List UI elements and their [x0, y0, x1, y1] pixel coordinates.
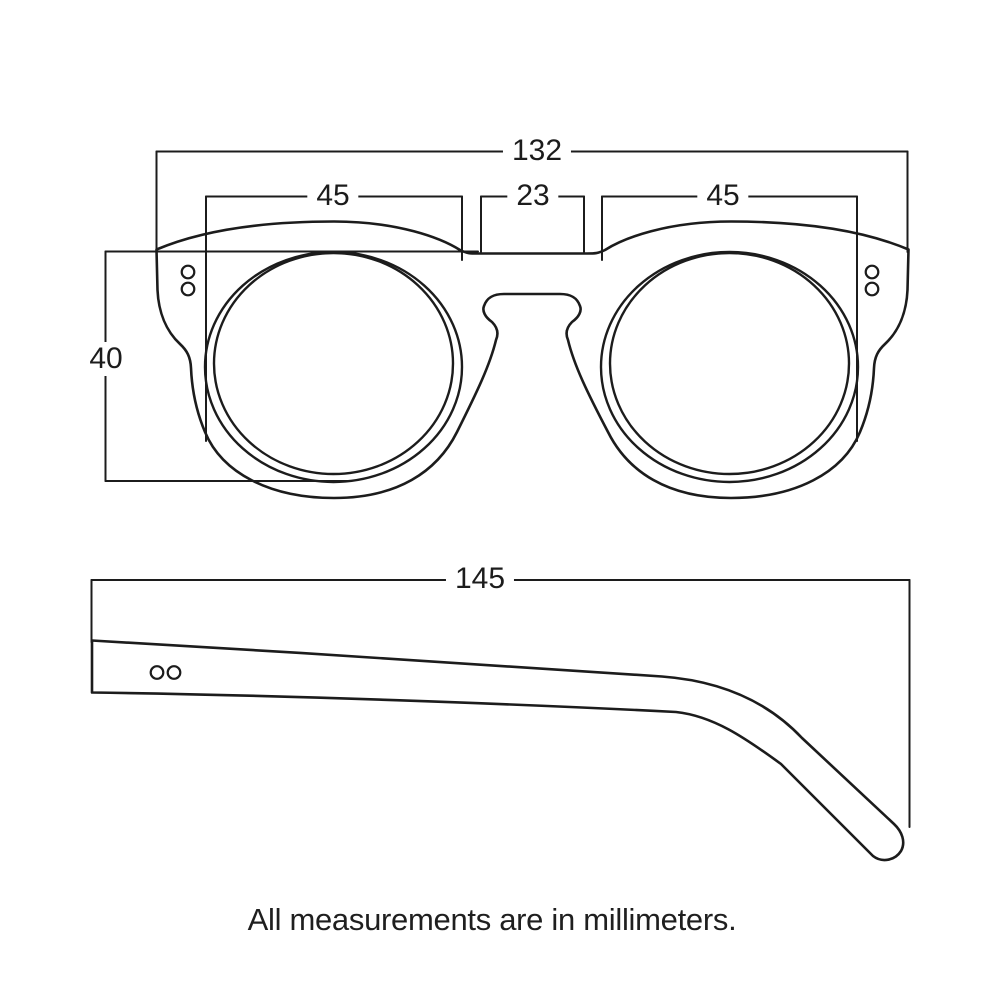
- dim-lens-height-lines: [104, 250, 479, 482]
- right-lens-outline: [599, 250, 860, 484]
- dim-label-lens-height: 40: [80, 342, 132, 376]
- dim-label-left-lens-width: 45: [307, 179, 359, 213]
- temple-arm-outline: [90, 639, 905, 862]
- dim-label-right-lens-width: 45: [697, 179, 749, 213]
- frame-front-outline: [155, 220, 910, 500]
- left-lens-rim: [212, 251, 455, 476]
- dim-label-frame-width: 132: [502, 134, 572, 168]
- temple-arm: [90, 639, 905, 862]
- dim-label-temple-length: 145: [445, 562, 515, 596]
- frame-front: [155, 220, 910, 500]
- dim-label-bridge-width: 23: [507, 179, 559, 213]
- right-hinge-rivets: [864, 264, 880, 297]
- left-lens-outline: [203, 250, 464, 484]
- temple-rivets: [149, 665, 182, 680]
- right-lens-rim: [608, 251, 851, 476]
- left-hinge-rivets: [180, 264, 196, 297]
- units-caption: All measurements are in millimeters.: [247, 902, 737, 937]
